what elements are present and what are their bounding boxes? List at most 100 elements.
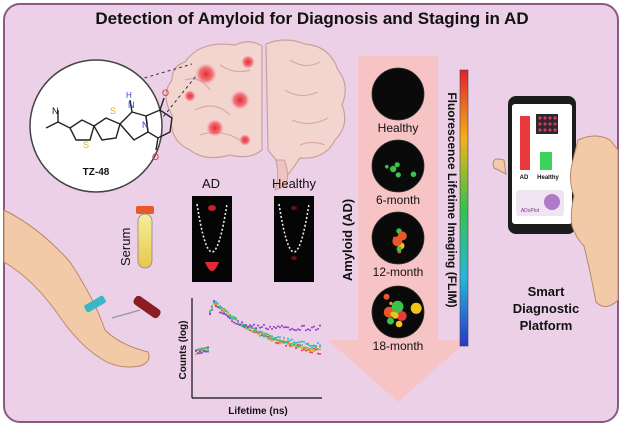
decay-point xyxy=(205,346,207,349)
decay-point xyxy=(315,346,317,349)
decay-point xyxy=(313,345,315,348)
decay-point xyxy=(311,344,313,347)
decay-point xyxy=(217,302,219,305)
amyloid-plaque xyxy=(195,63,217,85)
decay-point xyxy=(203,347,205,350)
decay-point xyxy=(201,347,203,350)
decay-point xyxy=(249,324,251,327)
flim-image-12-month: 12-month xyxy=(371,211,425,279)
decay-point xyxy=(213,303,215,306)
decay-point xyxy=(279,336,281,339)
decay-point xyxy=(265,335,267,338)
decay-point xyxy=(231,317,233,320)
flim-spot xyxy=(397,231,407,241)
decay-point xyxy=(293,328,295,331)
ad-probe-label: AD xyxy=(202,176,220,191)
flim-spot xyxy=(396,311,407,321)
decay-point xyxy=(271,327,273,330)
platform-label-line3: Platform xyxy=(520,318,573,333)
decay-point xyxy=(317,327,319,330)
app-name: ADoPlot xyxy=(521,208,540,214)
thumb-illustration xyxy=(492,158,507,175)
flim-label: Fluorescence Lifetime Imaging (FLIM) xyxy=(445,92,459,307)
decay-point xyxy=(271,335,273,338)
flim-image-6-month: 6-month xyxy=(371,139,425,207)
well-plate-icon xyxy=(536,114,558,134)
decay-point xyxy=(241,321,243,324)
decay-point xyxy=(273,338,275,341)
decay-point xyxy=(307,342,309,345)
decay-point xyxy=(265,327,267,330)
decay-point xyxy=(291,342,293,345)
platform-label-line1: Smart xyxy=(528,284,566,299)
decay-point xyxy=(297,341,299,344)
decay-point xyxy=(197,348,199,351)
decay-point xyxy=(259,334,261,337)
brain-logo-icon xyxy=(544,194,560,210)
decay-point xyxy=(227,315,229,318)
decay-point xyxy=(195,353,197,356)
decay-point xyxy=(313,325,315,328)
decay-point xyxy=(299,341,301,344)
decay-point xyxy=(199,347,201,350)
decay-point xyxy=(309,344,311,347)
decay-point xyxy=(275,327,277,329)
decay-point xyxy=(223,307,225,310)
decay-point xyxy=(275,336,277,339)
decay-point xyxy=(253,323,255,326)
decay-point xyxy=(239,323,241,326)
flim-spot xyxy=(395,172,401,178)
decay-point xyxy=(273,325,275,328)
decay-point xyxy=(307,347,309,349)
decay-ylabel: Counts (log) xyxy=(178,321,189,380)
decay-point xyxy=(317,348,319,351)
decay-point xyxy=(233,317,235,320)
decay-point xyxy=(257,333,259,335)
decay-point xyxy=(309,329,311,332)
flim-spot xyxy=(410,302,422,314)
decay-point xyxy=(237,320,239,323)
decay-point xyxy=(315,344,317,347)
decay-point xyxy=(303,340,305,343)
healthy-probe-image xyxy=(274,196,314,282)
decay-point xyxy=(247,325,249,328)
decay-point xyxy=(213,299,215,302)
amyloid-plaque xyxy=(184,90,196,102)
decay-point xyxy=(301,349,303,352)
decay-point xyxy=(251,330,253,333)
decay-point xyxy=(307,328,309,331)
decay-point xyxy=(235,318,237,321)
decay-point xyxy=(255,328,257,331)
decay-point xyxy=(297,328,299,331)
decay-point xyxy=(201,351,203,354)
flim-spot xyxy=(396,246,402,252)
decay-point xyxy=(251,325,253,328)
decay-point xyxy=(237,323,239,326)
decay-point xyxy=(209,311,211,314)
decay-point xyxy=(197,352,199,355)
decay-point xyxy=(267,336,269,339)
platform-label-line2: Diagnostic xyxy=(513,301,579,316)
decay-point xyxy=(319,324,321,327)
healthy-probe-label: Healthy xyxy=(272,176,317,191)
decay-point xyxy=(267,333,269,336)
arm-illustration xyxy=(3,209,161,368)
decay-point xyxy=(277,336,279,338)
decay-point xyxy=(285,341,287,343)
decay-point xyxy=(305,342,307,345)
decay-point xyxy=(261,334,263,337)
decay-point xyxy=(219,307,221,310)
decay-point xyxy=(283,336,285,339)
bar-healthy-label: Healthy xyxy=(537,175,559,181)
decay-point xyxy=(291,344,293,347)
atom-label: O xyxy=(152,152,159,162)
diagram-title: Detection of Amyloid for Diagnosis and S… xyxy=(95,9,528,28)
decay-point xyxy=(211,306,213,309)
decay-point xyxy=(319,348,321,351)
flim-spot xyxy=(392,312,399,319)
flim-spot xyxy=(389,301,393,305)
decay-point xyxy=(263,334,265,337)
amyloid-plaque xyxy=(206,119,224,137)
decay-point xyxy=(219,311,221,314)
